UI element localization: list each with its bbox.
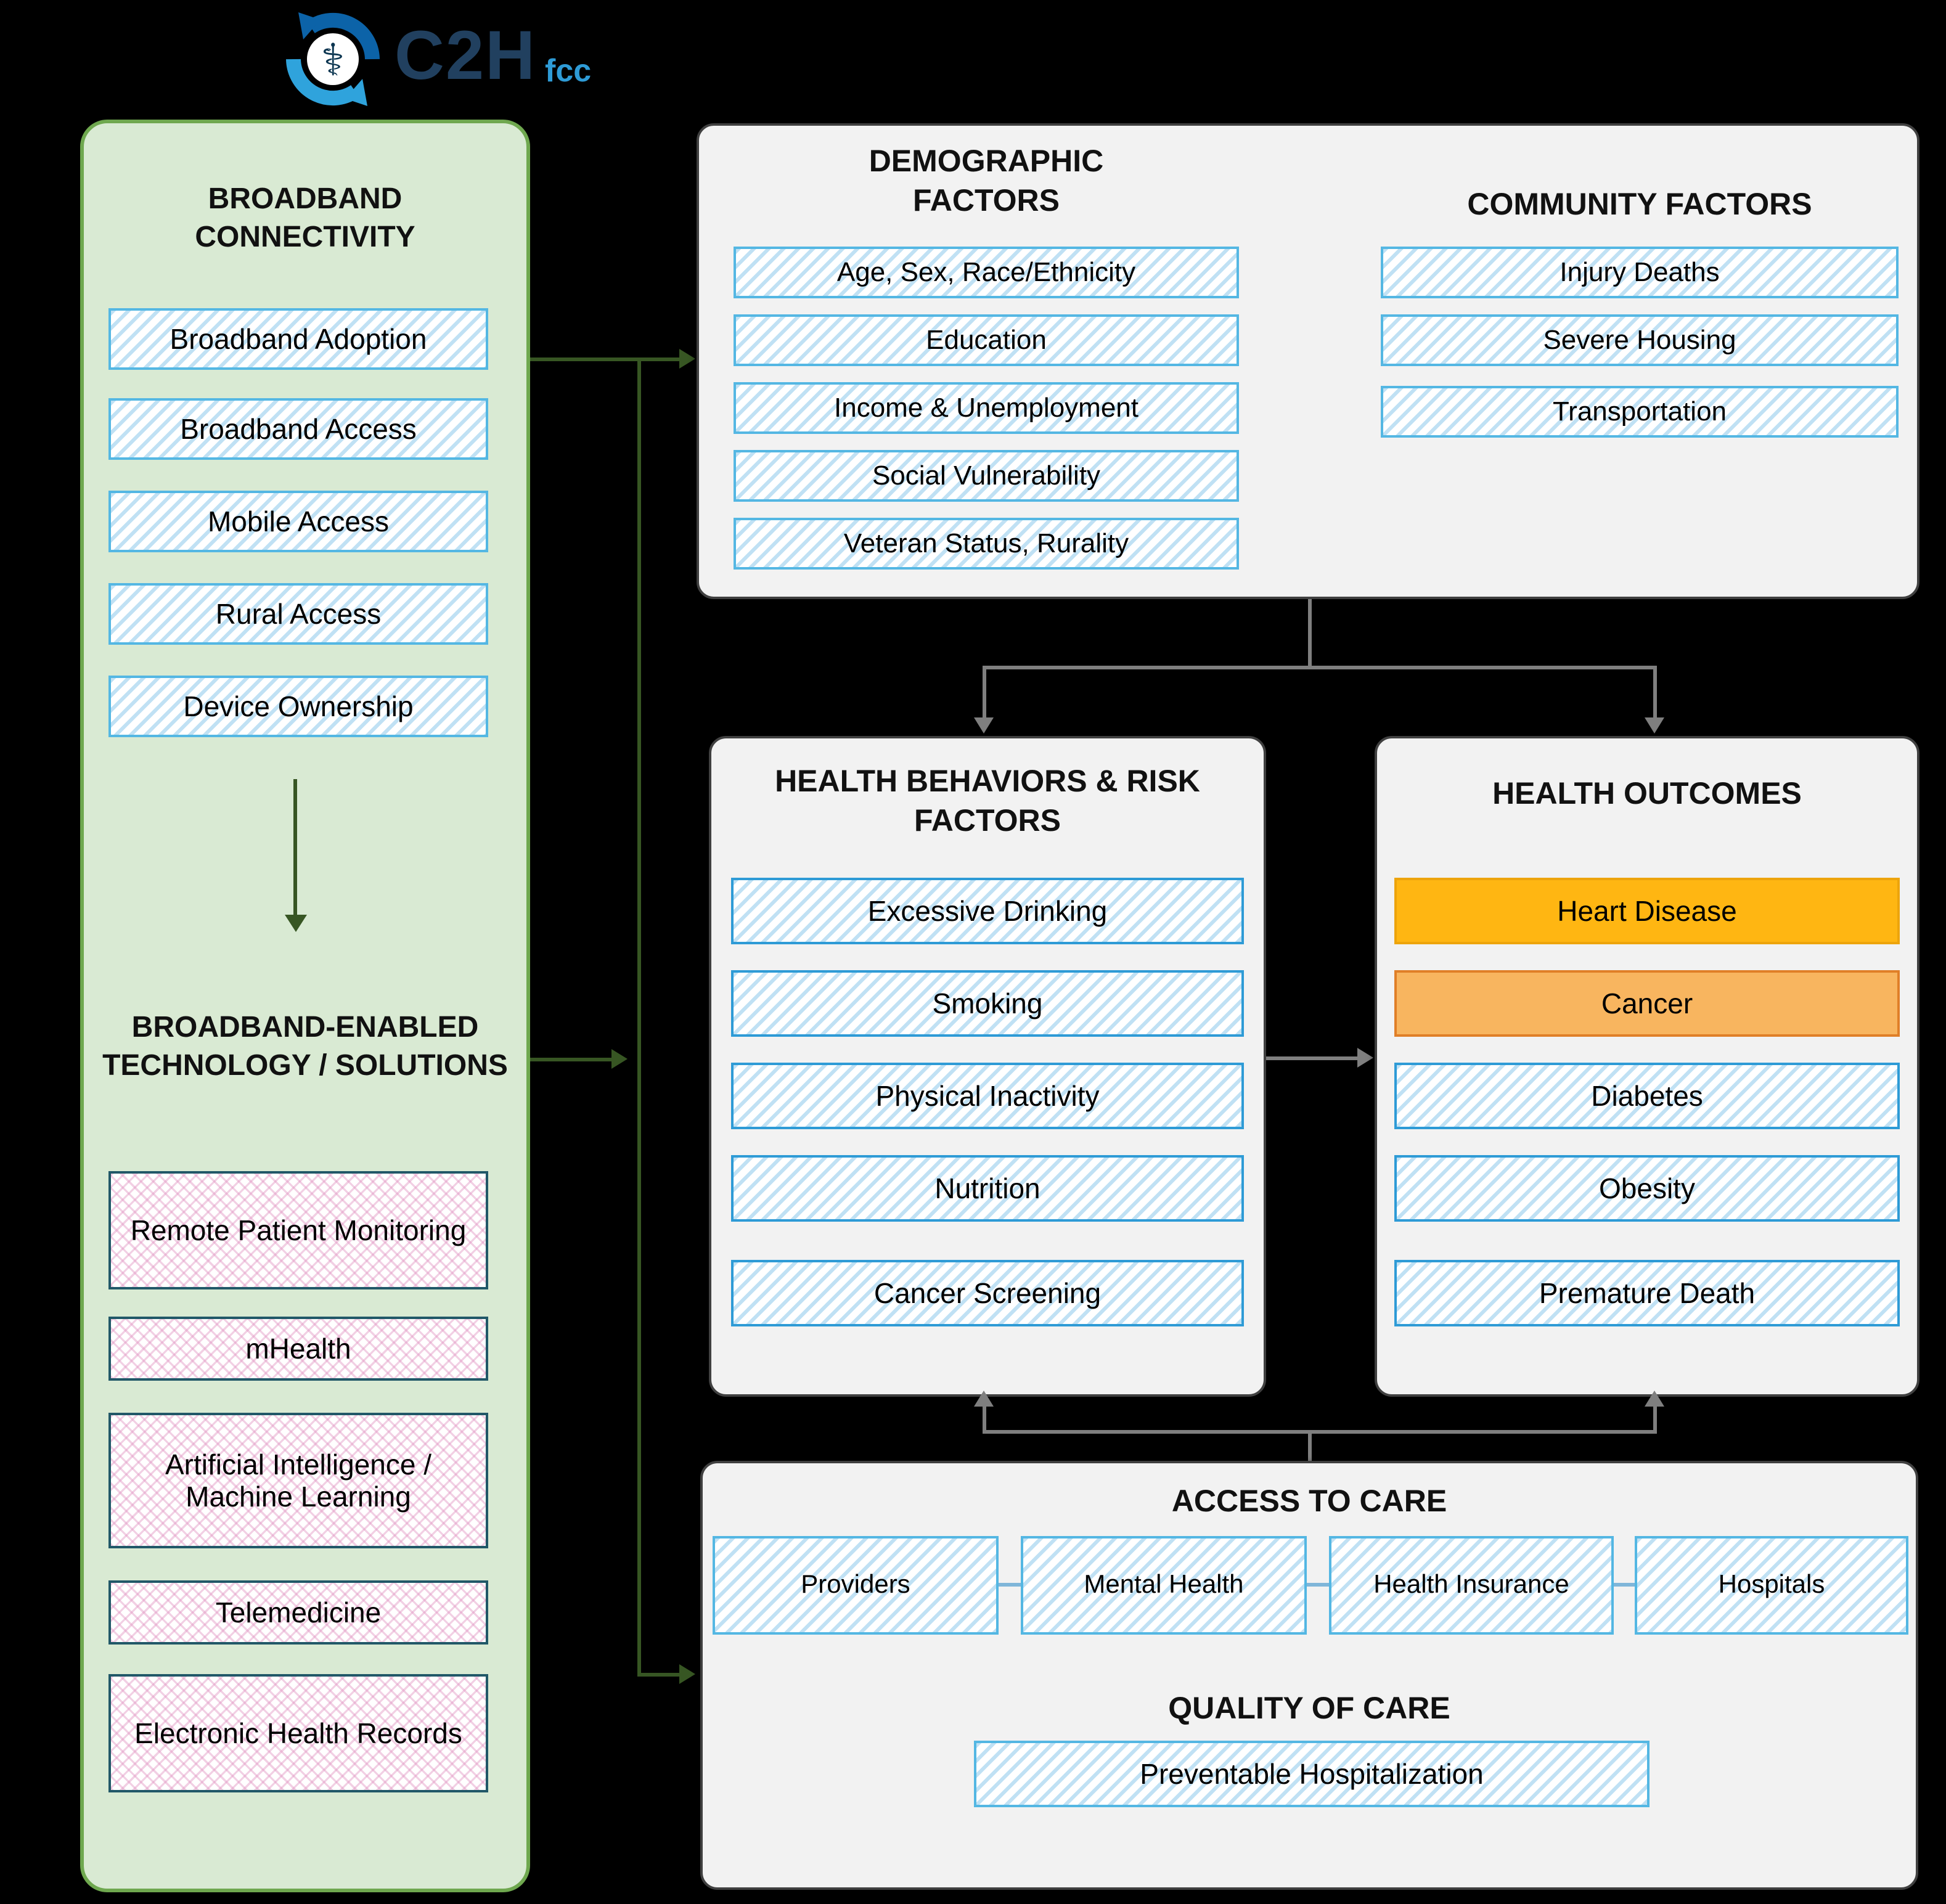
green-down-arrow-line [293,779,297,917]
gray-connector-split-horizontal [983,666,1657,669]
c2h-logo-text: C2H [395,16,537,94]
access-to-care-title: ACCESS TO CARE [1171,1484,1447,1519]
tech-item-telemedicine: Telemedicine [108,1580,488,1645]
behavior-item-cancer-screening: Cancer Screening [731,1260,1244,1326]
gray-connector-access-horizontal [983,1430,1657,1434]
health-behaviors-title: HEALTH BEHAVIORS & RISK FACTORS [775,764,1200,838]
gray-arrowhead-behaviors-to-outcomes [1357,1048,1373,1068]
demographic-item-education: Education [734,314,1239,366]
svg-text:⚕: ⚕ [321,36,345,85]
outcome-item-heart-disease: Heart Disease [1394,878,1900,944]
gray-arrowhead-up-into-behaviors [974,1391,994,1407]
gray-connector-access-right-up [1653,1405,1657,1432]
behavior-item-physical-inactivity: Physical Inactivity [731,1063,1244,1129]
gray-connector-behaviors-to-outcomes [1266,1056,1360,1060]
outcome-item-premature-death: Premature Death [1394,1260,1900,1326]
broadband-item-access: Broadband Access [108,398,488,460]
health-outcomes-title: HEALTH OUTCOMES [1492,777,1802,811]
demographic-factors-title: DEMOGRAPHIC FACTORS [869,144,1104,218]
access-item-hospitals: Hospitals [1635,1536,1908,1635]
gray-connector-demo-down [1308,599,1312,668]
broadband-enabled-title: BROADBAND-ENABLED TECHNOLOGY / SOLUTIONS [102,1010,508,1082]
community-factors-title: COMMUNITY FACTORS [1467,187,1812,222]
behavior-item-nutrition: Nutrition [731,1155,1244,1222]
behavior-item-excessive-drinking: Excessive Drinking [731,878,1244,944]
access-connector-2 [1307,1583,1329,1587]
broadband-item-mobile-access: Mobile Access [108,491,488,552]
gray-arrowhead-into-outcomes [1645,717,1664,733]
demographic-item-income-unemployment: Income & Unemployment [734,382,1239,434]
community-item-transportation: Transportation [1381,386,1899,438]
broadband-connectivity-title: BROADBAND CONNECTIVITY [195,182,415,254]
broadband-item-rural-access: Rural Access [108,583,488,645]
community-item-injury-deaths: Injury Deaths [1381,247,1899,298]
access-item-mental-health: Mental Health [1021,1536,1307,1635]
green-connector-middle-arrowhead [611,1049,628,1069]
behavior-item-smoking: Smoking [731,970,1244,1037]
gray-connector-right-down [1653,666,1657,720]
tech-item-ehr: Electronic Health Records [108,1674,488,1792]
outcome-item-diabetes: Diabetes [1394,1063,1900,1129]
green-connector-middle-line [530,1058,614,1061]
access-quality-panel [700,1461,1918,1890]
demographic-item-social-vulnerability: Social Vulnerability [734,450,1239,502]
c2h-logo-subtext: fcc [545,52,592,89]
quality-of-care-title: QUALITY OF CARE [1168,1691,1450,1726]
tech-item-ai-ml: Artificial Intelligence / Machine Learni… [108,1413,488,1548]
tech-item-mhealth: mHealth [108,1317,488,1381]
demographic-item-age-sex-race: Age, Sex, Race/Ethnicity [734,247,1239,298]
community-item-severe-housing: Severe Housing [1381,314,1899,366]
c2h-logo-icon: ⚕ [286,12,380,106]
green-connector-bottom-arrowhead [679,1664,695,1684]
demographic-item-veteran-rurality: Veteran Status, Rurality [734,518,1239,570]
quality-item-preventable-hospitalization: Preventable Hospitalization [974,1741,1650,1807]
green-connector-top-line [530,358,682,361]
outcome-item-cancer: Cancer [1394,970,1900,1037]
access-item-providers: Providers [713,1536,999,1635]
green-connector-bottom-line [637,1673,682,1677]
gray-arrowhead-up-into-outcomes [1645,1391,1664,1407]
access-connector-1 [999,1583,1021,1587]
broadband-item-adoption: Broadband Adoption [108,308,488,370]
broadband-item-device-ownership: Device Ownership [108,676,488,737]
green-connector-vertical-line [637,358,641,1677]
tech-item-remote-patient-monitoring: Remote Patient Monitoring [108,1171,488,1289]
gray-connector-access-up-center [1308,1430,1312,1462]
green-connector-top-arrowhead [679,349,695,369]
gray-arrowhead-into-behaviors [974,717,994,733]
gray-connector-access-left-up [983,1405,986,1432]
access-item-health-insurance: Health Insurance [1329,1536,1614,1635]
outcome-item-obesity: Obesity [1394,1155,1900,1222]
c2h-logo: ⚕ C2H fcc [281,5,651,116]
access-connector-3 [1614,1583,1635,1587]
gray-connector-left-down [983,666,986,720]
green-down-arrow-head [285,915,307,932]
